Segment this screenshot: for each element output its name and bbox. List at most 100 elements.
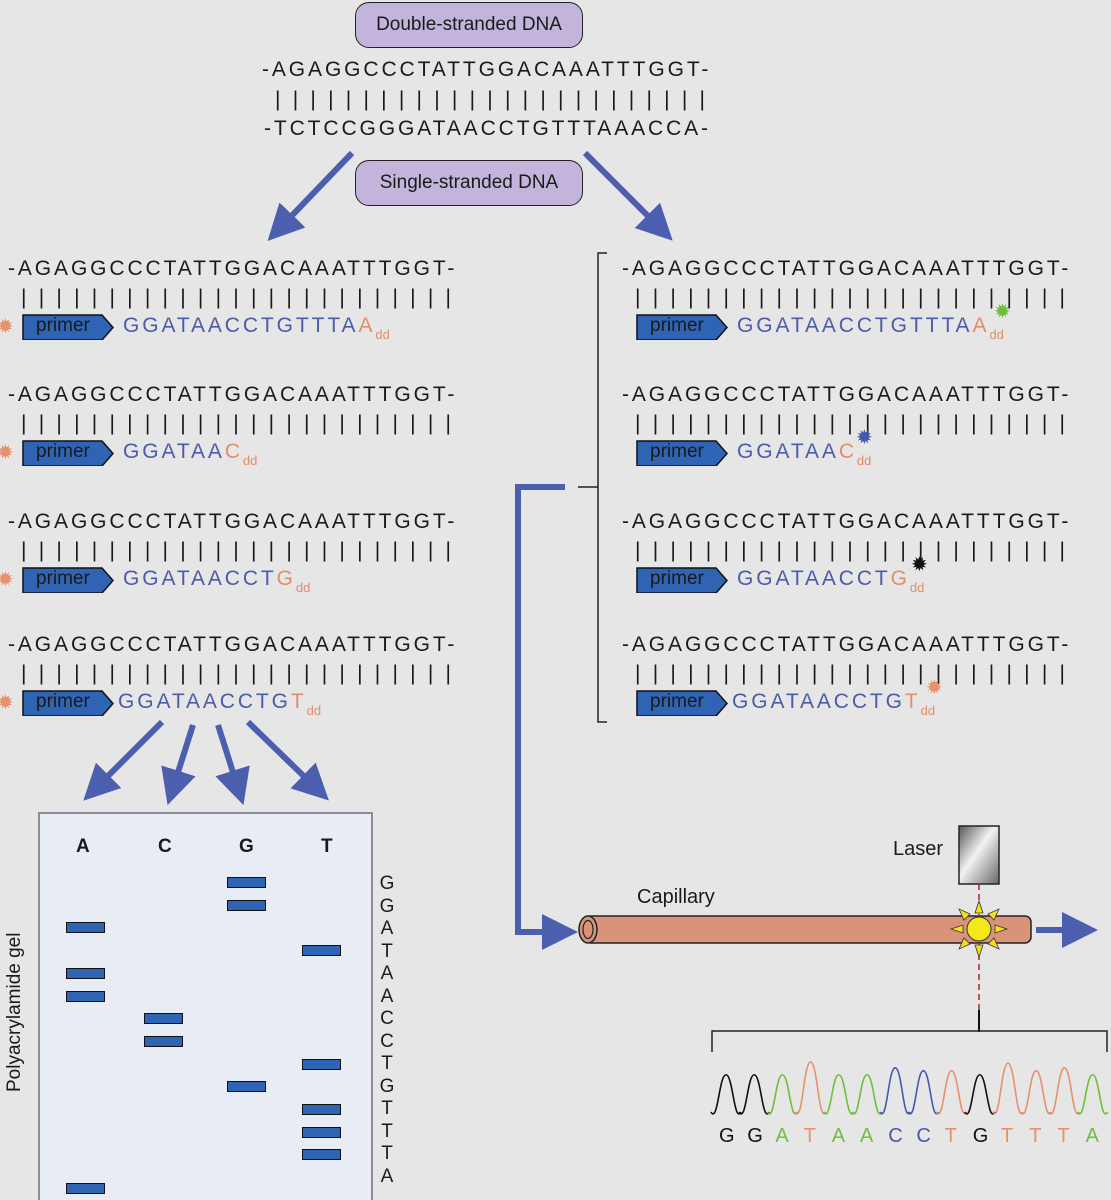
trace-base-call: T	[1057, 1125, 1070, 1147]
dideoxy-subscript: dd	[242, 453, 258, 468]
trace-base-call: C	[888, 1125, 903, 1147]
arrow-to-lane-t	[245, 719, 329, 801]
dye-label-icon: ✹	[0, 442, 14, 464]
primer-arrow-icon	[22, 690, 114, 716]
arrow-to-right-reactions	[582, 150, 673, 241]
trace-base-call: A	[860, 1125, 874, 1147]
double-stranded-dna-label: Double-stranded DNA	[355, 2, 583, 48]
terminator-base: A	[972, 314, 990, 337]
trace-peak-g	[738, 1073, 770, 1115]
primer-arrow-icon	[636, 690, 728, 716]
gel-band-t	[302, 1126, 341, 1138]
dideoxy-subscript: dd	[920, 703, 936, 718]
trace-base-call: A	[831, 1125, 846, 1147]
terminal-dye-icon: ✹	[856, 427, 873, 449]
single-stranded-dna-label: Single-stranded DNA	[355, 160, 583, 206]
primer-label: primer	[650, 315, 704, 336]
dideoxy-subscript: dd	[295, 580, 311, 595]
trace-base-call: A	[775, 1125, 789, 1147]
template-strand: -AGAGGCCCTATTGGACAAATTTGGT-	[622, 383, 1072, 406]
arrow-to-lane-a	[83, 719, 165, 801]
extension-bases: GGATAACCT	[737, 567, 891, 590]
reaction-bracket	[597, 252, 607, 723]
trace-peak-c	[907, 1069, 940, 1115]
read-base: T	[381, 1143, 393, 1164]
terminator-base: C	[838, 440, 857, 463]
trace-peak-g	[710, 1073, 742, 1115]
base-pair-ticks: | | | | | | | | | | | | | | | | | | | | …	[635, 662, 1069, 685]
terminator-base: T	[904, 690, 921, 713]
gel-band-t	[302, 1104, 341, 1115]
primer-arrow-icon	[636, 440, 728, 466]
read-base: T	[381, 1053, 393, 1074]
read-base: C	[380, 1030, 394, 1052]
read-base: A	[380, 1165, 394, 1187]
gel-axis-label: Polyacrylamide gel	[4, 932, 25, 1092]
read-base: T	[381, 1120, 393, 1142]
extension-strand: GGATAACdd	[737, 440, 871, 468]
gel-band-c	[144, 1035, 183, 1047]
extension-bases: GGATAACCTG	[732, 690, 905, 713]
dye-label-icon: ✹	[0, 316, 14, 338]
trace-peak-a	[851, 1073, 883, 1115]
read-base: A	[380, 918, 394, 939]
trace-peak-a	[823, 1073, 855, 1115]
read-base: T	[381, 1098, 393, 1119]
dideoxy-subscript: dd	[989, 327, 1004, 342]
base-pair-ticks: | | | | | | | | | | | | | | | | | | | | …	[635, 286, 1069, 309]
dye-label-icon: ✹	[0, 692, 14, 714]
trace-bracket	[711, 1030, 1108, 1052]
dideoxy-subscript: dd	[856, 453, 872, 468]
trace-peak-a	[1076, 1073, 1109, 1115]
primer-arrow-icon	[22, 440, 114, 466]
arrow-to-left-reactions	[267, 150, 355, 241]
terminator-base: A	[358, 314, 376, 337]
lane-header-a: A	[76, 836, 90, 857]
trace-peak-g	[964, 1073, 996, 1115]
trace-base-call: T	[1001, 1125, 1014, 1147]
read-base: G	[379, 895, 395, 917]
template-strand: -AGAGGCCCTATTGGACAAATTTGGT-	[8, 633, 458, 656]
gel-band-g	[227, 1081, 266, 1093]
base-pair-ticks: | | | | | | | | | | | | | | | | | | | | …	[21, 662, 455, 685]
extension-bases: GGATAA	[123, 440, 225, 463]
extension-strand: GGATAACCTGTdd	[732, 690, 935, 718]
terminator-base: G	[890, 567, 910, 590]
trace-base-call: T	[803, 1125, 816, 1147]
trace-base-call: G	[747, 1125, 763, 1147]
base-pair-ticks: | | | | | | | | | | | | | | | | | | | | …	[21, 539, 455, 562]
dideoxy-subscript: dd	[375, 327, 390, 342]
extension-bases: GGATAACCTG	[118, 690, 291, 713]
extension-bases: GGATAACCTGTTTA	[123, 314, 359, 337]
gel-band-g	[227, 899, 266, 911]
trace-peak-t	[1048, 1066, 1081, 1115]
read-base: A	[380, 985, 394, 1007]
arrow-to-lane-g	[215, 724, 250, 806]
trace-peak-t	[794, 1061, 827, 1115]
terminator-base: T	[290, 690, 307, 713]
terminal-dye-icon: ✹	[926, 677, 943, 699]
gel-band-t	[302, 1149, 341, 1161]
gel-band-a	[66, 990, 105, 1002]
template-strand: -AGAGGCCCTATTGGACAAATTTGGT-	[622, 633, 1072, 656]
primer-label: primer	[36, 568, 90, 589]
dye-label-icon: ✹	[0, 569, 14, 591]
read-base: T	[381, 940, 393, 962]
laser-icon	[958, 825, 1000, 885]
terminator-base: G	[276, 567, 296, 590]
extension-strand: GGATAACdd	[123, 440, 257, 468]
extension-strand: GGATAACCTGTTTAAdd	[123, 314, 390, 342]
fluorescence-burst-icon	[949, 899, 1009, 959]
gel-band-t	[302, 1058, 341, 1070]
polyacrylamide-gel: A C G T	[38, 812, 373, 1200]
primer-arrow-icon	[22, 314, 114, 340]
trace-peak-a	[766, 1073, 799, 1115]
primer-label: primer	[650, 441, 704, 462]
base-pair-ticks: | | | | | | | | | | | | | | | | | | | | …	[635, 412, 1069, 435]
base-pair-ticks: | | | | | | | | | | | | | | | | | | | | …	[21, 412, 455, 435]
gel-band-t	[302, 945, 341, 957]
trace-base-call: T	[944, 1125, 957, 1147]
